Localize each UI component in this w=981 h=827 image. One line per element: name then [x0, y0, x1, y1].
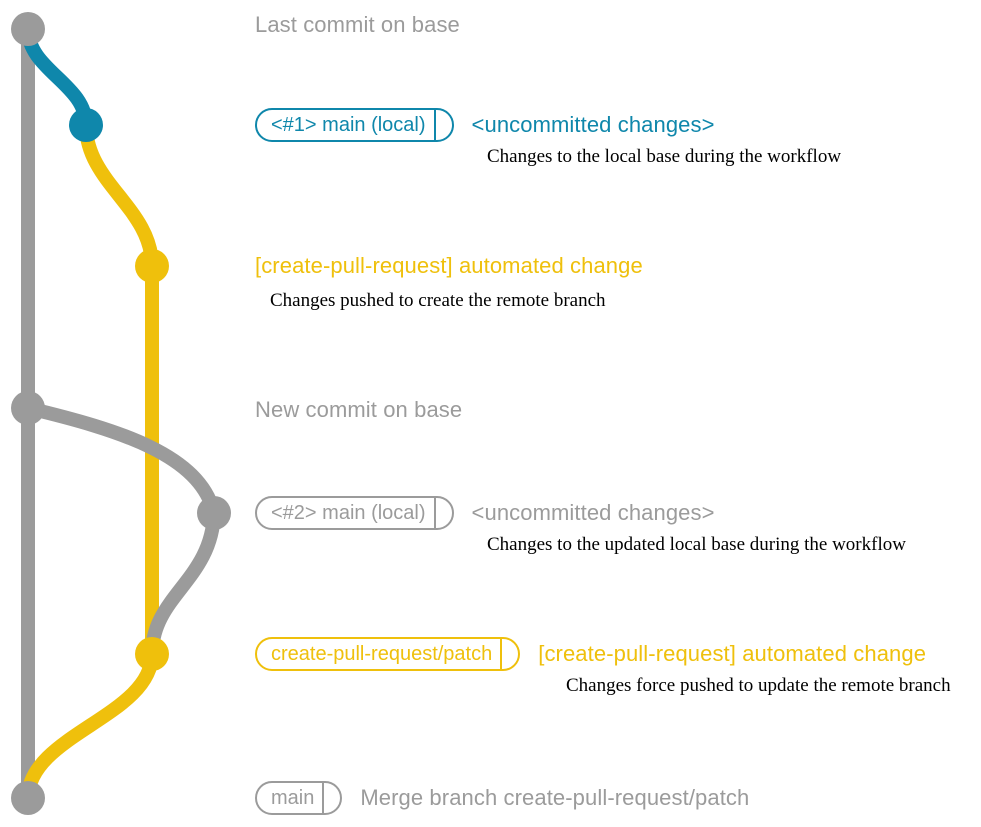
- ref-badge-create-pull-request-patch[interactable]: create-pull-request/patch: [255, 637, 521, 671]
- commit-node-patch-1[interactable]: [135, 249, 169, 283]
- ref-badge-label: create-pull-request/patch: [271, 642, 493, 665]
- commit-subject: <uncommitted changes>: [471, 500, 715, 525]
- commit-description-local-2: Changes to the updated local base during…: [487, 534, 906, 555]
- commit-subject: Merge branch create-pull-request/patch: [360, 785, 750, 810]
- edge-patch2-to-merge: [21, 647, 159, 805]
- commit-node-base-last[interactable]: [11, 12, 45, 46]
- commit-row-base-new: New commit on base: [255, 397, 462, 423]
- ref-badge-main-local-1[interactable]: <#1> main (local): [255, 108, 454, 142]
- commit-row-base-last: Last commit on base: [255, 12, 460, 38]
- commit-node-base-new[interactable]: [11, 391, 45, 425]
- commit-node-local-1[interactable]: [69, 108, 103, 142]
- commit-row-patch-1: [create-pull-request] automated change: [255, 253, 643, 279]
- ref-badge-label: <#2> main (local): [271, 501, 426, 524]
- commit-row-local-1: <#1> main (local) <uncommitted changes>: [255, 108, 715, 142]
- edge-local2-to-patch2: [145, 506, 221, 661]
- commit-subject: Last commit on base: [255, 12, 460, 37]
- commit-node-local-2[interactable]: [197, 496, 231, 530]
- commit-subject: New commit on base: [255, 397, 463, 422]
- commit-description-local-1: Changes to the local base during the wor…: [487, 146, 842, 167]
- commit-subject: [create-pull-request] automated change: [538, 641, 927, 666]
- commit-node-base-merge[interactable]: [11, 781, 45, 815]
- commit-description-patch-2: Changes force pushed to update the remot…: [566, 675, 951, 696]
- ref-badge-main[interactable]: main: [255, 781, 343, 815]
- ref-badge-label: <#1> main (local): [271, 113, 426, 136]
- ref-badge-label: main: [271, 786, 315, 809]
- commit-row-patch-2: create-pull-request/patch [create-pull-r…: [255, 637, 926, 671]
- commit-row-base-merge: main Merge branch create-pull-request/pa…: [255, 781, 749, 815]
- edge-basenew-to-local2: [21, 401, 221, 520]
- commit-node-patch-2[interactable]: [135, 637, 169, 671]
- commit-row-local-2: <#2> main (local) <uncommitted changes>: [255, 496, 715, 530]
- commit-subject: [create-pull-request] automated change: [255, 253, 643, 278]
- edge-local1-to-patch1: [79, 118, 159, 273]
- ref-badge-main-local-2[interactable]: <#2> main (local): [255, 496, 454, 530]
- commit-subject: <uncommitted changes>: [471, 112, 715, 137]
- commit-description-patch-1: Changes pushed to create the remote bran…: [270, 290, 606, 311]
